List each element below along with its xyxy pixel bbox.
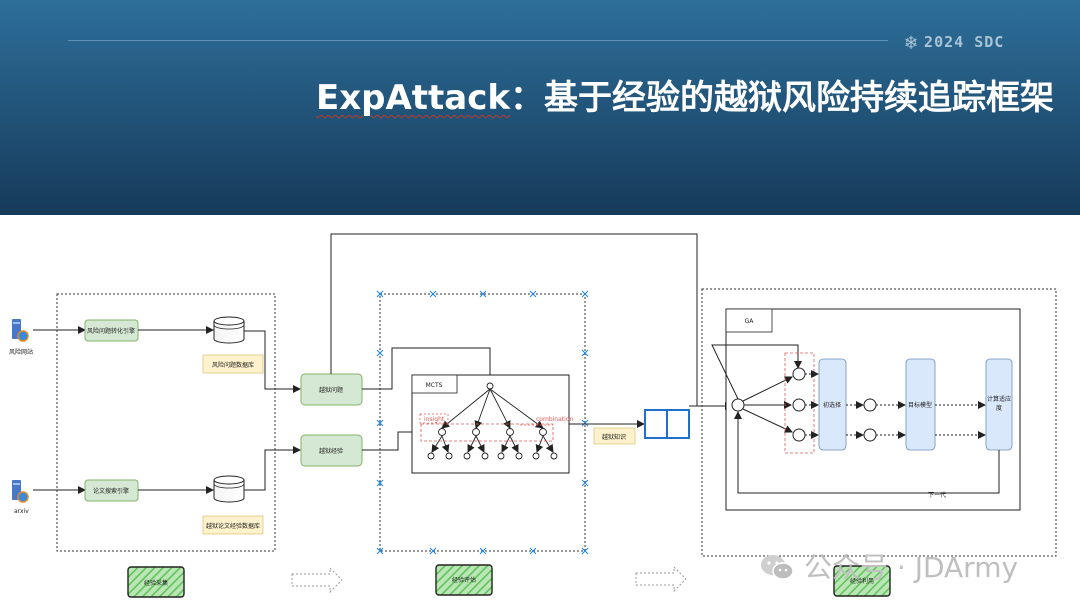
ga-start-node [731,398,745,412]
arrow [742,376,793,402]
offspring-nodes [863,398,877,442]
server-icon [12,480,29,503]
insight-label: insight [424,416,445,423]
stage-badge-collection [127,566,185,598]
select-box [818,358,847,451]
server-icon [12,319,29,342]
ga-arrows [846,401,906,439]
insight-region [420,423,554,442]
stage-label-evaluation: 经验评估 [452,576,476,584]
mcts-label: MCTS [426,382,443,389]
stage-arrow-icon [635,565,687,593]
mcts-label-box [411,374,458,394]
next-gen-label: 下一代 [928,491,946,499]
utilization-region [701,288,1057,557]
arrow [244,330,301,393]
stage-badge-utilization [833,565,891,597]
arrow [244,446,301,491]
arrow [362,347,494,390]
db-label-box-paper [202,515,264,535]
mcts-nodes [427,382,558,460]
header-divider [68,40,888,41]
source-label-risk-site: 风险网站 [9,348,33,356]
db-label-box-risk [202,354,264,374]
slide-title: ExpAttack：基于经验的越狱风险持续追踪框架 [316,70,1054,119]
slide-header: ❄ 2024 SDC ExpAttack：基于经验的越狱风险持续追踪框架 [0,0,1080,215]
watermark-text: 公众号 · JDArmy [804,551,1019,584]
select-label: 初选择 [823,401,841,409]
arrow [734,411,1000,494]
collection-region [56,293,276,552]
knowledge-label: 越狱知识 [602,433,626,441]
stage-label-collection: 经验采集 [144,579,168,587]
arrow [711,344,802,400]
fitness-label-text-line2: 度 [996,404,1002,412]
insight-tag-box [419,413,449,424]
population-nodes [792,367,806,442]
ga-label-box [725,308,773,333]
book-icon [644,409,690,439]
selection-handles [376,290,589,555]
title-rest: ：基于经验的越狱风险持续追踪框架 [510,78,1054,118]
stage-arrow-icon [291,566,343,594]
jailbreak-experience-label: 越狱经验 [319,447,343,455]
watermark: 公众号 · JDArmy [760,546,1018,586]
database-icon [213,475,245,503]
brand-logo: ❄ 2024 SDC [905,30,1004,54]
knowledge-label-box [593,427,636,445]
combination-label: combination [536,416,573,423]
target-model-box [905,358,936,451]
engine-label-paper: 论文搜索引擎 [93,487,129,495]
database-icon [213,316,245,344]
engine-label-risk: 风险问题转化引擎 [87,327,135,335]
jailbreak-question-label: 越狱问题 [319,386,343,394]
fitness-label-text: 计算适应 [987,395,1011,403]
db-label-risk: 风险问题数据库 [212,361,254,369]
db-label-paper: 越狱论文经验数据库 [206,522,260,530]
stage-badge-evaluation [435,564,493,596]
stage-label-utilization: 经验利用 [850,577,874,585]
title-exp: ExpAttack [315,78,510,118]
ga-arrows [935,401,986,439]
source-label-arxiv: arxiv [14,508,29,515]
snowflake-icon: ❄ [905,30,919,54]
mcts-tree [431,388,554,453]
arrow [742,408,793,433]
fitness-label: 计算适应度 [987,395,1011,412]
brand-text: 2024 SDC [924,33,1005,51]
population-region [784,352,815,454]
ga-label: GA [745,318,755,325]
target-model-label: 目标模型 [908,401,932,409]
wechat-icon [761,555,794,580]
connector-line [330,233,698,406]
